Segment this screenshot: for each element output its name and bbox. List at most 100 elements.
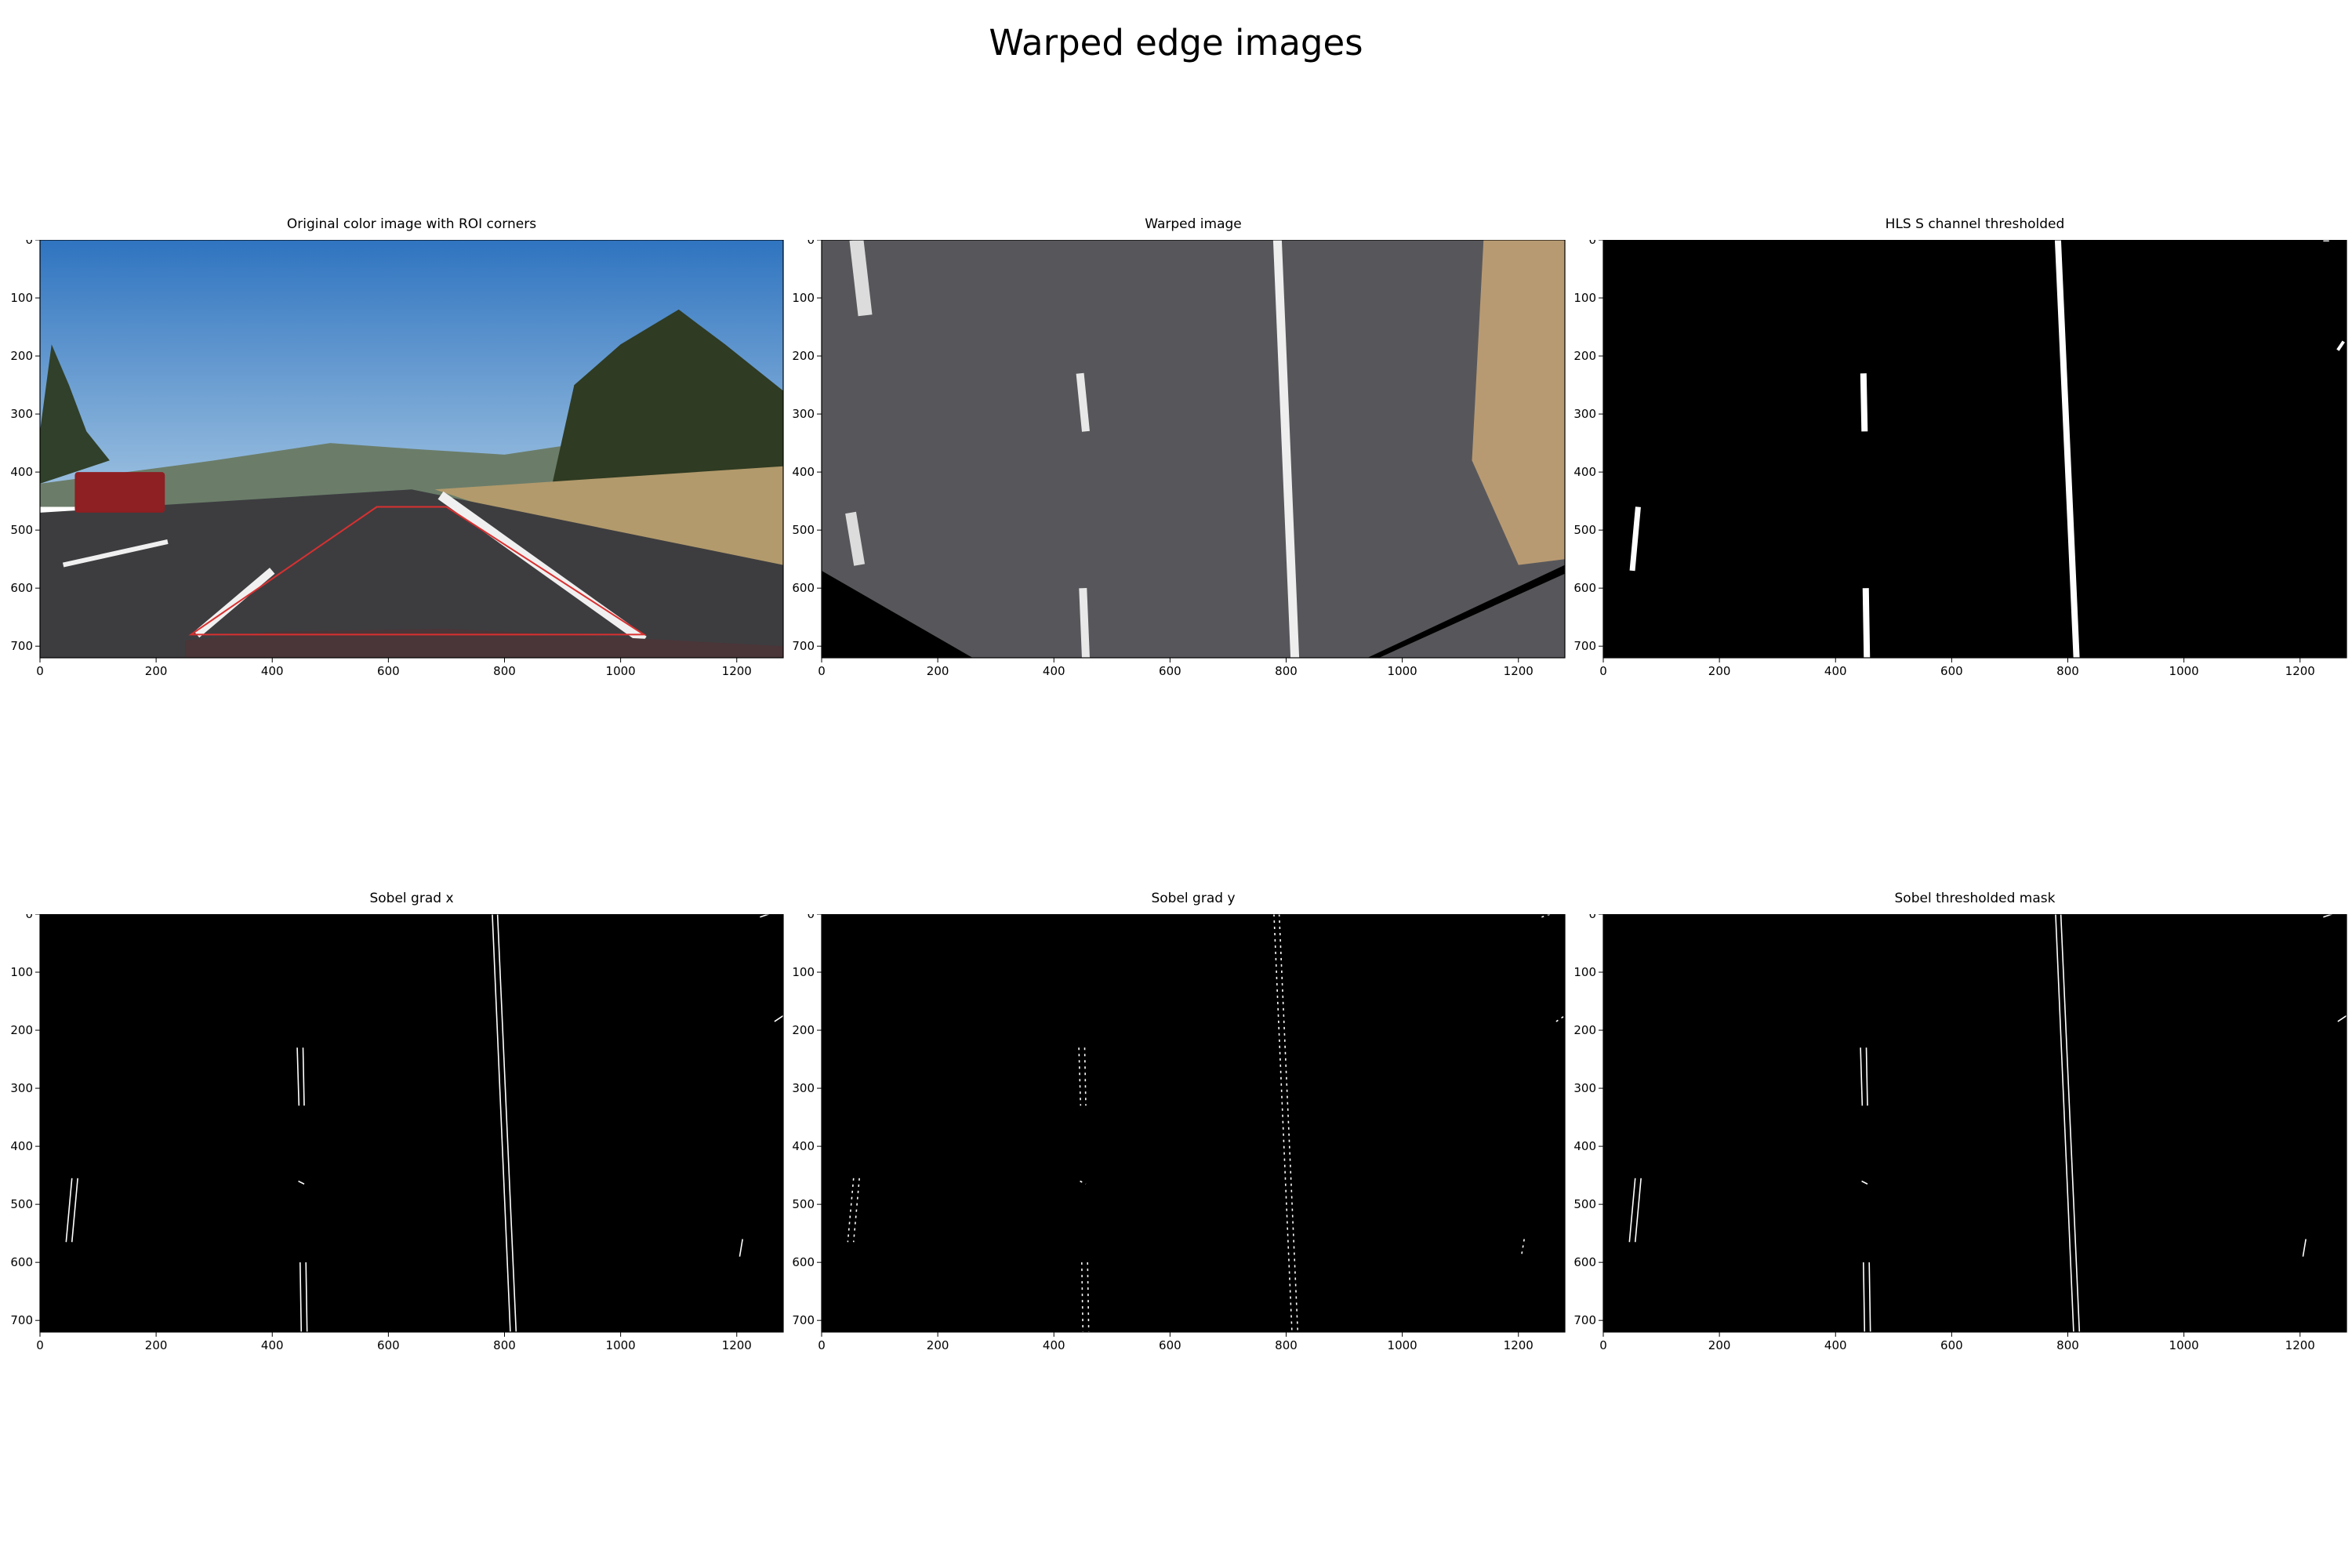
y-tick-label: 300 [792, 407, 815, 421]
y-tick-label: 600 [1573, 581, 1596, 595]
y-tick-label: 400 [10, 465, 33, 479]
x-tick-label: 600 [1159, 1338, 1181, 1352]
x-tick-label: 800 [1275, 664, 1298, 678]
x-tick-label: 400 [261, 664, 284, 678]
x-tick-label: 800 [2056, 664, 2079, 678]
y-tick-label: 700 [1573, 1313, 1596, 1327]
y-tick-label: 500 [792, 523, 815, 537]
y-tick-label: 300 [1573, 1081, 1596, 1095]
image-content [822, 914, 1565, 1332]
x-tick-label: 1200 [2285, 1338, 2315, 1352]
y-tick-label: 600 [792, 1255, 815, 1269]
x-tick-label: 600 [377, 664, 400, 678]
subplot-title: Sobel thresholded mask [1894, 891, 2056, 906]
axes-frame [1602, 240, 2347, 659]
image-content [1603, 240, 2347, 658]
x-tick-label: 1000 [606, 1338, 636, 1352]
x-tick-label: 1000 [1388, 1338, 1417, 1352]
subplot-title: Sobel grad x [369, 891, 454, 906]
x-tick-label: 1200 [1504, 664, 1534, 678]
y-tick-label: 500 [10, 1197, 33, 1211]
y-tick-label: 600 [792, 581, 815, 595]
y-tick-label: 400 [1573, 1139, 1596, 1153]
axes-frame [39, 914, 784, 1333]
axes-frame [39, 240, 784, 659]
image-content [1603, 914, 2347, 1332]
y-tick-label: 200 [10, 1023, 33, 1037]
y-tick-label: 500 [1573, 523, 1596, 537]
y-tick-label: 600 [1573, 1255, 1596, 1269]
y-tick-label: 200 [792, 1023, 815, 1037]
subplot-1: Original color image with ROI corners 0 20… [10, 216, 784, 678]
x-tick-label: 0 [36, 1338, 44, 1352]
subplot-title: Original color image with ROI corners [286, 216, 537, 232]
y-tick-label: 400 [792, 465, 815, 479]
image-content [40, 914, 783, 1332]
y-tick-label: 200 [1573, 1023, 1596, 1037]
y-tick-label: 500 [10, 523, 33, 537]
y-tick-label: 0 [25, 914, 33, 921]
x-tick-label: 200 [145, 664, 168, 678]
y-tick-label: 700 [792, 639, 815, 653]
y-tick-label: 0 [1588, 914, 1596, 921]
y-tick-label: 500 [792, 1197, 815, 1211]
subplot-title: HLS S channel thresholded [1885, 216, 2065, 232]
x-tick-label: 1200 [722, 1338, 752, 1352]
y-tick-label: 200 [1573, 349, 1596, 363]
y-tick-label: 100 [792, 965, 815, 979]
x-tick-label: 800 [493, 1338, 516, 1352]
x-tick-label: 400 [1043, 664, 1065, 678]
y-tick-label: 300 [792, 1081, 815, 1095]
image-content [822, 240, 1565, 658]
x-tick-label: 200 [1708, 1338, 1731, 1352]
y-tick-label: 300 [1573, 407, 1596, 421]
x-tick-label: 200 [927, 1338, 949, 1352]
image-content [40, 240, 783, 658]
y-tick-label: 200 [10, 349, 33, 363]
y-tick-label: 0 [1588, 240, 1596, 247]
x-tick-label: 600 [377, 1338, 400, 1352]
y-tick-label: 0 [807, 240, 815, 247]
y-tick-label: 700 [1573, 639, 1596, 653]
axes-frame [1602, 914, 2347, 1333]
y-tick-label: 400 [1573, 465, 1596, 479]
y-tick-label: 100 [1573, 965, 1596, 979]
y-tick-label: 600 [10, 581, 33, 595]
x-tick-label: 0 [1599, 1338, 1607, 1352]
x-tick-label: 1200 [722, 664, 752, 678]
y-tick-label: 500 [1573, 1197, 1596, 1211]
figure-title: Warped edge images [989, 22, 1363, 64]
x-tick-label: 600 [1159, 664, 1181, 678]
x-tick-label: 1200 [1504, 1338, 1534, 1352]
x-tick-label: 0 [1599, 664, 1607, 678]
y-tick-label: 400 [792, 1139, 815, 1153]
y-tick-label: 100 [10, 965, 33, 979]
x-tick-label: 0 [818, 1338, 826, 1352]
x-tick-label: 400 [261, 1338, 284, 1352]
y-tick-label: 300 [10, 1081, 33, 1095]
y-tick-label: 0 [25, 240, 33, 247]
x-tick-label: 600 [1940, 664, 1963, 678]
x-tick-label: 800 [493, 664, 516, 678]
y-tick-label: 100 [792, 291, 815, 305]
x-tick-label: 0 [36, 664, 44, 678]
y-tick-label: 0 [807, 914, 815, 921]
x-tick-label: 200 [145, 1338, 168, 1352]
axes-frame [821, 914, 1566, 1333]
x-tick-label: 200 [927, 664, 949, 678]
y-tick-label: 200 [792, 349, 815, 363]
y-tick-label: 600 [10, 1255, 33, 1269]
x-tick-label: 1000 [2169, 1338, 2199, 1352]
x-tick-label: 800 [2056, 1338, 2079, 1352]
x-tick-label: 400 [1824, 1338, 1847, 1352]
x-tick-label: 1200 [2285, 664, 2315, 678]
x-tick-label: 0 [818, 664, 826, 678]
